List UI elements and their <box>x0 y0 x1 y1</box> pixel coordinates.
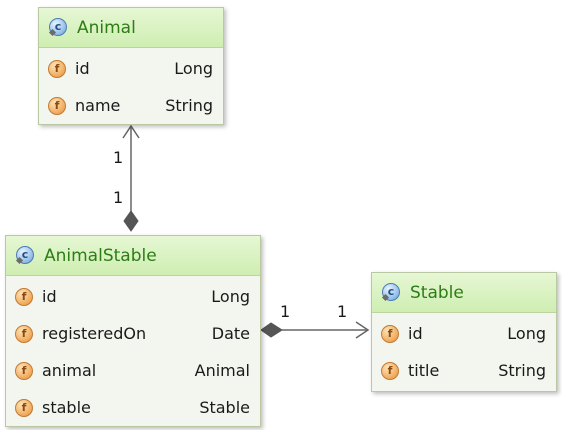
field-name: id <box>42 287 57 306</box>
class-icon: c <box>48 17 69 38</box>
class-header[interactable]: c Stable <box>372 273 556 313</box>
field-row[interactable]: f stable Stable <box>6 389 260 426</box>
field-name: registeredOn <box>42 324 147 343</box>
class-box-animal[interactable]: c Animal f id Long f name String <box>38 7 224 125</box>
multiplicity-animal-target: 1 <box>113 148 124 167</box>
field-type: String <box>165 96 213 115</box>
field-icon: f <box>381 361 399 380</box>
field-icon: f <box>15 361 33 380</box>
field-name: name <box>75 96 121 115</box>
field-icon: f <box>15 287 33 306</box>
class-name: Animal <box>77 17 136 38</box>
field-type: Long <box>211 287 250 306</box>
field-name: id <box>408 324 423 343</box>
field-icon: f <box>48 59 66 78</box>
class-name: AnimalStable <box>44 245 157 266</box>
field-type: Stable <box>199 398 250 417</box>
multiplicity-animal-source: 1 <box>113 188 124 207</box>
field-row[interactable]: f id Long <box>6 278 260 315</box>
class-header[interactable]: c AnimalStable <box>6 236 260 276</box>
field-type: Long <box>507 324 546 343</box>
field-row[interactable]: f id Long <box>372 315 556 352</box>
multiplicity-stable-target: 1 <box>337 302 348 321</box>
arrowhead-animal <box>122 124 140 139</box>
field-name: animal <box>42 361 97 380</box>
field-row[interactable]: f registeredOn Date <box>6 315 260 352</box>
field-name: id <box>75 59 90 78</box>
composition-diamond-stable <box>260 322 283 338</box>
class-header[interactable]: c Animal <box>39 8 223 48</box>
field-icon: f <box>15 398 33 417</box>
class-icon: c <box>381 282 402 303</box>
field-name: title <box>408 361 440 380</box>
field-icon: f <box>48 96 66 115</box>
composition-diamond-animal <box>123 210 139 232</box>
field-row[interactable]: f name String <box>39 87 223 124</box>
field-name: stable <box>42 398 91 417</box>
field-icon: f <box>381 324 399 343</box>
field-type: String <box>498 361 546 380</box>
class-name: Stable <box>410 282 464 303</box>
field-type: Date <box>211 324 250 343</box>
class-box-stable[interactable]: c Stable f id Long f title String <box>371 272 557 392</box>
field-row[interactable]: f title String <box>372 352 556 389</box>
multiplicity-stable-source: 1 <box>280 302 291 321</box>
field-icon: f <box>15 324 33 343</box>
field-type: Long <box>174 59 213 78</box>
class-box-animalstable[interactable]: c AnimalStable f id Long f registeredOn … <box>5 235 261 427</box>
field-type: Animal <box>194 361 250 380</box>
field-row[interactable]: f id Long <box>39 50 223 87</box>
field-row[interactable]: f animal Animal <box>6 352 260 389</box>
class-icon: c <box>15 245 36 266</box>
arrowhead-stable <box>355 321 370 339</box>
